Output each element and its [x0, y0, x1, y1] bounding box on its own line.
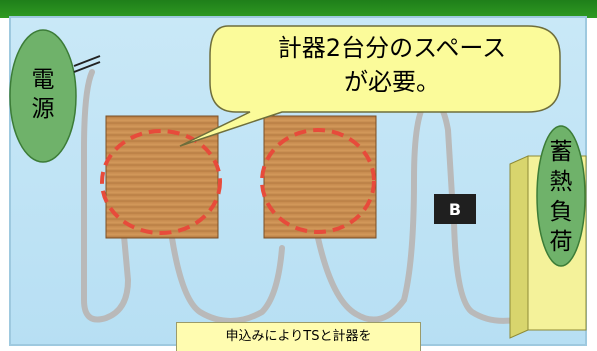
callout-line-2: が必要。 — [344, 68, 440, 96]
power-oval — [9, 29, 77, 163]
cable-meter1-to-meter2 — [169, 235, 285, 324]
heat-storage-load: 蓄 熱 負 荷 — [509, 125, 587, 339]
plug-icon — [73, 55, 101, 73]
breaker-box — [434, 194, 476, 224]
load-label-2: 熱 — [550, 169, 573, 195]
load-box-side — [509, 155, 529, 339]
load-label-3: 負 — [550, 199, 573, 225]
meter-1-space-marker — [100, 129, 222, 235]
breaker: B — [434, 194, 476, 224]
bottom-note: 申込みによりTSと計器を — [176, 322, 421, 351]
load-label-1: 蓄 — [550, 139, 573, 165]
meter-2 — [260, 115, 377, 239]
callout: 計器2台分のスペース が必要。 — [179, 25, 561, 147]
top-accent-bar — [0, 0, 597, 18]
power-label-2: 源 — [32, 96, 55, 122]
meter-1 — [100, 115, 222, 239]
callout-line-1: 計器2台分のスペース — [278, 34, 506, 62]
meter-2-space-marker — [260, 128, 376, 234]
power-label-1: 電 — [32, 67, 55, 93]
cable-power-to-meter1 — [81, 69, 132, 323]
load-oval — [536, 125, 586, 267]
power-source: 電 源 — [9, 29, 77, 163]
load-label-4: 荷 — [550, 229, 573, 255]
cable-breaker-to-load — [451, 219, 527, 324]
breaker-label: B — [449, 200, 461, 219]
callout-bubble — [179, 25, 561, 147]
